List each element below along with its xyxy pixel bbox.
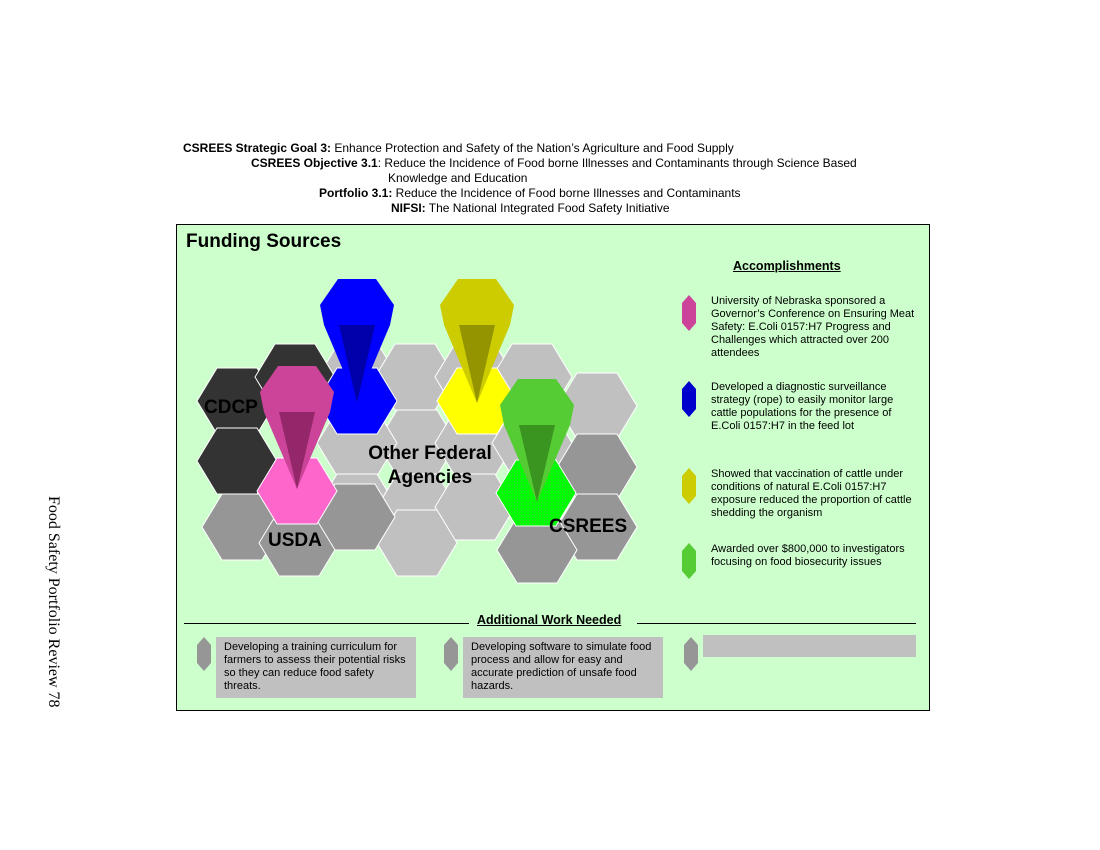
green-pin-icon xyxy=(500,379,574,502)
grey-marker-icon xyxy=(444,637,458,671)
other-federal-agencies-label: Other Federal Agencies xyxy=(360,442,500,490)
objective-text: : Reduce the Incidence of Food borne Ill… xyxy=(377,156,857,170)
work-item-empty xyxy=(703,635,916,657)
work-item-text: Developing a training curriculum for far… xyxy=(216,637,416,698)
objective-line-2: Knowledge and Education xyxy=(388,171,527,186)
ofa-label-line1: Other Federal xyxy=(368,443,492,464)
green-marker-icon xyxy=(682,543,696,579)
portfolio-text: Reduce the Incidence of Food borne Illne… xyxy=(392,186,741,200)
strategic-goal-label: CSREES Strategic Goal 3: xyxy=(183,141,332,155)
accomplishment-text: Showed that vaccination of cattle under … xyxy=(711,468,912,519)
work-item-text: Developing software to simulate food pro… xyxy=(463,637,663,698)
usda-hex xyxy=(256,457,338,525)
csrees-label: CSREES xyxy=(549,516,628,537)
pink-pin-icon xyxy=(260,366,334,489)
objective-line: CSREES Objective 3.1: Reduce the Inciden… xyxy=(251,156,857,171)
grey-marker-icon xyxy=(197,637,211,671)
usda-grey-hex xyxy=(314,483,396,551)
objective-label: CSREES Objective 3.1 xyxy=(251,156,378,170)
page-footer-side-label: Food Safety Portfolio Review 78 xyxy=(45,496,62,708)
yellow-pin-icon xyxy=(440,279,514,403)
cdcp-label: CDCP xyxy=(204,397,258,418)
strategic-goal-line: CSREES Strategic Goal 3: Enhance Protect… xyxy=(183,141,734,156)
objective-text-2: Knowledge and Education xyxy=(388,171,528,185)
nifsi-text: The National Integrated Food Safety Init… xyxy=(425,201,670,215)
accomplishment-text: University of Nebraska sponsored a Gover… xyxy=(711,295,915,359)
nifsi-label: NIFSI: xyxy=(391,201,426,215)
divider-left xyxy=(184,623,469,624)
grey-marker-icon xyxy=(684,637,698,671)
funding-sources-title: Funding Sources xyxy=(186,231,342,252)
ofa-label-line2: Agencies xyxy=(387,467,473,488)
accomplishment-text: Awarded over $800,000 to investigators f… xyxy=(711,543,905,568)
portfolio-line: Portfolio 3.1: Reduce the Incidence of F… xyxy=(319,186,741,201)
accomplishment-text: Developed a diagnostic surveillance stra… xyxy=(711,381,894,432)
portfolio-label: Portfolio 3.1: xyxy=(319,186,393,200)
accomplishments-title: Accomplishments xyxy=(733,259,841,273)
pink-marker-icon xyxy=(682,295,696,331)
divider-right xyxy=(637,623,916,624)
funding-panel: Funding Sources CDCP USDA Other Federal … xyxy=(176,224,930,711)
grey-hex xyxy=(556,493,638,561)
yellow-marker-icon xyxy=(682,468,696,504)
ofa-hex xyxy=(376,509,458,577)
additional-work-title: Additional Work Needed xyxy=(477,613,622,627)
nifsi-line: NIFSI: The National Integrated Food Safe… xyxy=(391,201,670,216)
blue-marker-icon xyxy=(682,381,696,417)
strategic-goal-text: Enhance Protection and Safety of the Nat… xyxy=(331,141,734,155)
blue-pin-icon xyxy=(320,279,394,403)
usda-label: USDA xyxy=(268,530,322,551)
funding-diagram xyxy=(196,279,638,584)
